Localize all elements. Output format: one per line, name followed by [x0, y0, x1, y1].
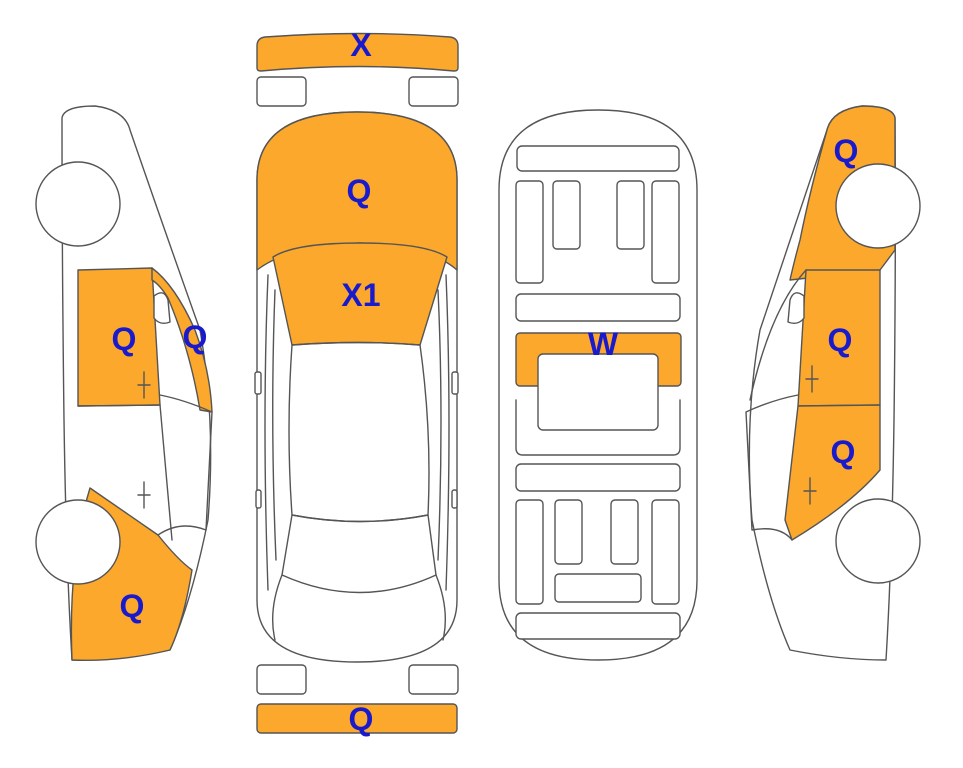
- interior-sunroof: [537, 353, 659, 431]
- car-left-side-view: [35, 105, 213, 661]
- interior-seat-rr-inner: [610, 499, 639, 565]
- right-rear-handle: [803, 477, 817, 505]
- top-left-mirror: [254, 371, 262, 395]
- right-window-line: [745, 394, 799, 541]
- interior-seat-fr-inner: [616, 180, 645, 250]
- top-left-side-line: [264, 274, 269, 591]
- front-right-light: [408, 76, 459, 107]
- left-window-line: [157, 394, 213, 536]
- car-top-view: [254, 32, 459, 734]
- left-rear-handle: [137, 481, 151, 509]
- left-rear-door-edge: [159, 404, 173, 541]
- left-front-handle: [137, 371, 151, 399]
- rear-bumper-code: Q: [349, 701, 374, 737]
- interior-seat-rl-outer: [515, 499, 544, 605]
- interior-seat-fl-inner: [552, 180, 581, 250]
- car-interior-view: [498, 109, 698, 661]
- front-bumper-code: X: [350, 27, 372, 63]
- right-rear-door-code: Q: [831, 434, 856, 470]
- front-bumper-panel[interactable]: [256, 32, 459, 72]
- top-left-door-line: [272, 289, 277, 561]
- windshield-code: X1: [341, 277, 380, 313]
- interior-seat-rl-inner: [554, 499, 583, 565]
- rear-left-light: [256, 664, 307, 695]
- top-left-handle: [255, 489, 262, 509]
- left-door-split: [77, 404, 161, 407]
- interior-mid-bar: [515, 293, 681, 322]
- interior-seat-rr-outer: [651, 499, 680, 605]
- right-front-fender-code: Q: [834, 133, 859, 169]
- top-trunk-line-r: [435, 574, 447, 641]
- interior-seat-fr-outer: [651, 180, 680, 284]
- top-right-handle: [451, 489, 458, 509]
- right-front-wheel: [835, 163, 921, 249]
- top-right-door-line: [437, 289, 442, 561]
- left-front-wheel: [35, 161, 121, 247]
- roof-panel-code: W: [588, 326, 619, 362]
- hood-code: Q: [347, 173, 372, 209]
- interior-rear-bar: [515, 463, 681, 492]
- right-mirror: [787, 292, 805, 325]
- interior-seat-fl-outer: [515, 180, 544, 284]
- left-rear-wheel: [35, 499, 121, 585]
- top-right-mirror: [451, 371, 459, 395]
- left-mirror: [153, 292, 171, 325]
- left-a-pillar-code: Q: [183, 319, 208, 355]
- right-rear-wheel: [835, 498, 921, 584]
- top-right-side-line: [445, 274, 450, 591]
- top-trunk-line: [271, 574, 283, 641]
- right-front-handle: [805, 365, 819, 393]
- car-right-side-view: [745, 105, 921, 661]
- interior-side-rails: [515, 399, 681, 456]
- rear-right-light: [408, 664, 459, 695]
- damage-labels: X Q X1 W Q Q Q Q Q Q Q: [112, 27, 859, 737]
- left-front-door-code: Q: [112, 321, 137, 357]
- rear-bumper-panel[interactable]: [256, 703, 458, 734]
- interior-rear-console: [554, 573, 642, 603]
- front-left-light: [256, 76, 307, 107]
- left-a-pillar-panel[interactable]: [151, 267, 213, 413]
- right-a-pillar-line: [749, 269, 807, 401]
- left-rear-quarter-code: Q: [120, 588, 145, 624]
- interior-front-bar: [516, 145, 680, 172]
- interior-trunk-bar: [515, 612, 681, 640]
- right-front-door-code: Q: [828, 322, 853, 358]
